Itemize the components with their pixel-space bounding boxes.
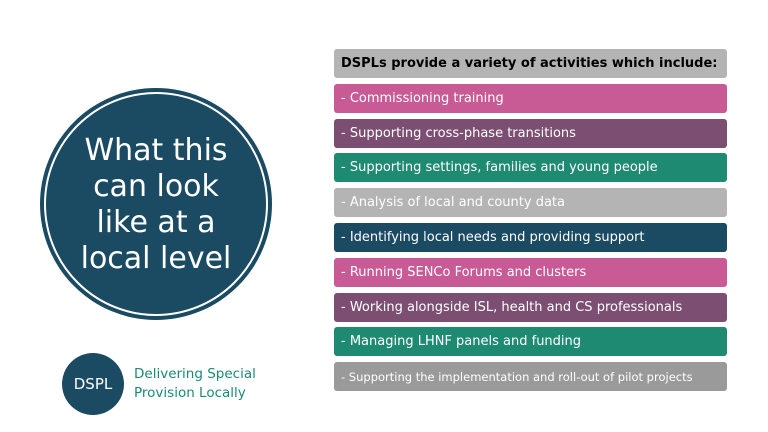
dspl-logo: DSPL Delivering Special Provision Locall… (62, 353, 256, 415)
activities-list: DSPLs provide a variety of activities wh… (334, 49, 727, 397)
activities-header: DSPLs provide a variety of activities wh… (334, 49, 727, 78)
list-item: - Supporting the implementation and roll… (334, 362, 727, 392)
logo-tagline-line2: Provision Locally (134, 385, 246, 401)
logo-tagline-line1: Delivering Special (134, 366, 256, 382)
list-item: - Working alongside ISL, health and CS p… (334, 292, 727, 322)
list-item: - Managing LHNF panels and funding (334, 327, 727, 357)
list-item: - Identifying local needs and providing … (334, 222, 727, 252)
logo-badge: DSPL (62, 353, 124, 415)
slide-title: What this can look like at a local level (80, 133, 232, 276)
title-circle-ring: What this can look like at a local level (44, 92, 268, 316)
logo-tagline: Delivering Special Provision Locally (134, 365, 256, 403)
title-circle: What this can look like at a local level (40, 88, 272, 320)
list-item: - Supporting cross-phase transitions (334, 118, 727, 148)
list-item: - Running SENCo Forums and clusters (334, 257, 727, 287)
list-item: - Commissioning training (334, 83, 727, 113)
list-item: - Supporting settings, families and youn… (334, 153, 727, 183)
list-item: - Analysis of local and county data (334, 188, 727, 218)
